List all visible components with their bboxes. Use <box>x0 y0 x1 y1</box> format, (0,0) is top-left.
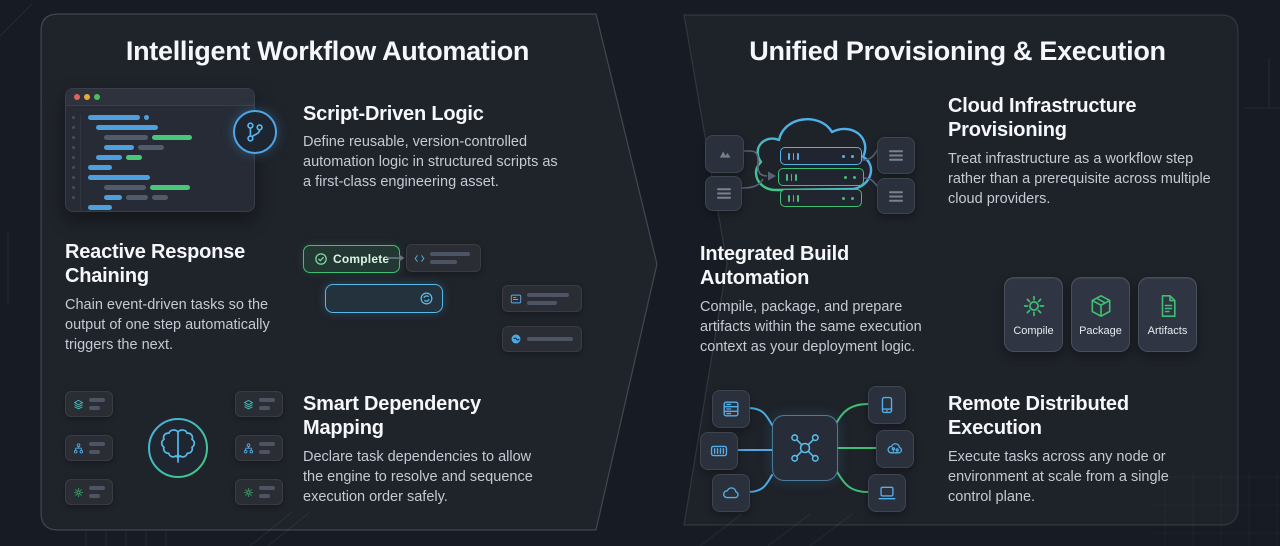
cloud-icon <box>754 118 873 192</box>
status-label: Complete <box>333 252 390 266</box>
task-chip <box>502 285 582 312</box>
ml-cloud-node <box>876 430 914 468</box>
code-editor-window <box>65 88 255 212</box>
config-list-node <box>705 176 742 211</box>
feature-body: Define reusable, version-controlled auto… <box>303 134 558 191</box>
server-unit-green <box>780 189 862 207</box>
feature-body: Compile, package, and prepare artifacts … <box>700 298 922 355</box>
brain-icon <box>160 429 196 463</box>
card-lines-icon <box>510 294 522 303</box>
execution-connectors <box>735 403 877 493</box>
dependency-chip <box>65 479 113 505</box>
code-lines <box>88 114 246 210</box>
feature-body: Chain event-driven tasks so the output o… <box>65 296 270 353</box>
list-lines-icon <box>889 190 903 202</box>
feature-body: Declare task dependencies to allow the e… <box>303 448 533 505</box>
list-lines-icon <box>716 188 731 199</box>
build-step-compile: Compile <box>1004 277 1063 352</box>
build-step-artifacts: Artifacts <box>1138 277 1197 352</box>
feature-heading: Cloud Infrastructure Provisioning <box>948 95 1137 142</box>
right-panel-card <box>683 14 1239 526</box>
arrow-right-icon <box>768 171 776 181</box>
minimize-traffic-light-icon <box>84 94 90 100</box>
feature-heading: Integrated Build Automation <box>700 243 850 290</box>
editor-code-area <box>66 106 254 210</box>
brain-engine-badge <box>148 418 208 478</box>
ml-cloud-icon <box>887 443 903 454</box>
editor-gutter <box>72 114 81 210</box>
git-branch-badge <box>233 110 277 154</box>
zoom-traffic-light-icon <box>94 94 100 100</box>
server-icon <box>723 401 739 417</box>
feature-remote-execution: Remote Distributed Execution Execute tas… <box>948 392 1226 507</box>
artifact-file-icon <box>1161 294 1176 317</box>
server-unit-blue <box>780 147 862 165</box>
cloud-icon <box>723 487 739 499</box>
dependency-chip <box>65 391 113 417</box>
laptop-node <box>868 474 906 512</box>
gear-icon <box>1023 295 1044 316</box>
hierarchy-icon <box>243 442 254 453</box>
package-box-icon <box>1091 294 1110 317</box>
control-plane-hub-node <box>772 415 838 481</box>
active-task-pill <box>325 284 443 313</box>
build-step-label: Artifacts <box>1147 324 1188 337</box>
task-chip-icon <box>414 254 425 262</box>
layers-icon <box>243 399 254 409</box>
sync-circle-icon <box>420 292 433 305</box>
dependency-chip <box>235 479 283 505</box>
left-panel-card <box>40 13 658 531</box>
build-step-label: Package <box>1079 324 1122 337</box>
feature-body: Treat infrastructure as a workflow step … <box>948 150 1211 207</box>
feature-body: Execute tasks across any node or environ… <box>948 448 1169 505</box>
task-chip <box>406 244 481 272</box>
feature-heading: Reactive Response Chaining <box>65 241 246 288</box>
editor-titlebar <box>66 89 254 106</box>
drop-circle-icon <box>511 334 521 344</box>
feature-heading: Remote Distributed Execution <box>948 393 1129 440</box>
arrow-right-icon <box>387 254 405 262</box>
task-chip <box>502 326 582 352</box>
cloud-node <box>712 474 750 512</box>
dependency-chip <box>235 435 283 461</box>
server-node <box>712 390 750 428</box>
feature-cloud-provisioning: Cloud Infrastructure Provisioning Treat … <box>948 94 1222 209</box>
feature-dependency-mapping: Smart Dependency Mapping Declare task de… <box>303 392 563 507</box>
server-unit-green <box>778 168 864 186</box>
gear-icon <box>74 487 83 497</box>
check-circle-icon <box>315 253 327 265</box>
dependency-chip <box>235 391 283 417</box>
feature-build-automation: Integrated Build Automation Compile, pac… <box>700 242 958 357</box>
laptop-icon <box>878 486 896 500</box>
gear-icon <box>244 487 253 497</box>
cloud-provider-node <box>705 135 744 173</box>
feature-reactive-chaining: Reactive Response Chaining Chain event-d… <box>65 240 293 355</box>
output-list-node <box>877 137 915 174</box>
right-panel-title: Unified Provisioning & Execution <box>749 36 1166 66</box>
hierarchy-icon <box>73 442 84 453</box>
list-lines-icon <box>889 150 903 161</box>
container-icon <box>710 445 728 457</box>
layers-icon <box>73 399 84 409</box>
tablet-icon <box>881 396 893 414</box>
feature-heading: Smart Dependency Mapping <box>303 393 481 440</box>
close-traffic-light-icon <box>74 94 80 100</box>
build-step-label: Compile <box>1013 324 1054 337</box>
output-list-node <box>877 178 915 214</box>
status-complete-badge: Complete <box>303 245 401 273</box>
container-node <box>700 432 738 470</box>
git-branch-icon <box>247 122 263 142</box>
left-panel-title: Intelligent Workflow Automation <box>125 36 530 66</box>
tablet-node <box>868 386 906 424</box>
dependency-chip <box>65 435 113 461</box>
build-step-package: Package <box>1071 277 1130 352</box>
provider-logo-icon <box>719 151 730 158</box>
feature-heading: Script-Driven Logic <box>303 103 484 125</box>
hub-network-icon <box>791 434 819 462</box>
feature-script-logic: Script-Driven Logic Define reusable, ver… <box>303 102 565 193</box>
